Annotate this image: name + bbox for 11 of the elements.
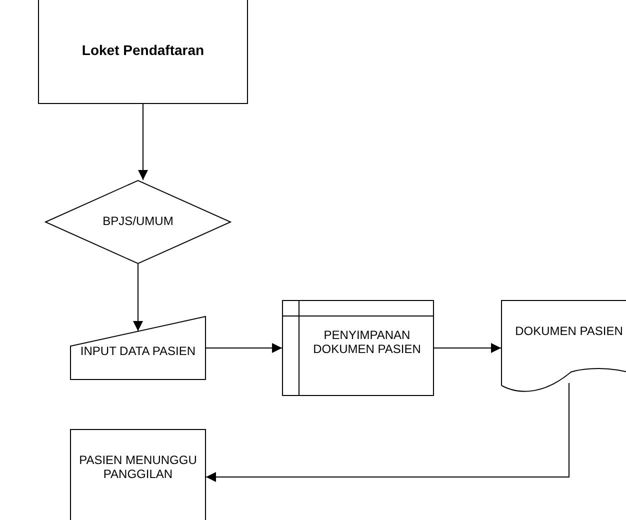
box-title: Loket Pendaftaran — [80, 43, 206, 57]
arrow — [206, 343, 282, 353]
arrow — [133, 264, 143, 332]
arrow — [434, 343, 502, 353]
box-label: BPJS/UMUM — [102, 214, 174, 228]
box-label: INPUT DATA PASIEN — [79, 344, 197, 358]
box-label: PASIEN MENUNGGU PANGGILAN — [78, 453, 198, 481]
arrow — [138, 104, 148, 180]
box-label: DOKUMEN PASIEN — [514, 324, 624, 338]
box-label: PENYIMPANAN DOKUMEN PASIEN — [312, 328, 422, 356]
arrow — [206, 382, 570, 482]
